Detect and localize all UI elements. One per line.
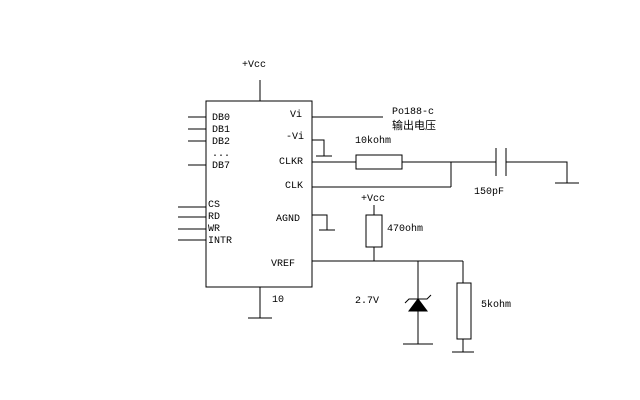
zener-label: 2.7V: [355, 296, 379, 307]
adc-chip-body: [205, 100, 313, 288]
output-voltage-label: 输出电压: [392, 118, 436, 132]
pin-label-neg-vi: -Vi: [286, 131, 304, 143]
pin-label-vi: Vi: [290, 109, 302, 121]
neg-vi-wire: [312, 139, 325, 156]
pin-label-cs: CS: [208, 200, 220, 211]
pin-label-vref: VREF: [271, 259, 295, 270]
sensor-label: Po188-c: [392, 107, 434, 118]
pin-label-db2: DB2: [212, 137, 230, 148]
pin-label-clkr: CLKR: [279, 157, 303, 168]
pin10-label: 10: [272, 295, 284, 306]
capacitor-ground-wire: [506, 161, 568, 183]
resistor-5k: [456, 282, 472, 340]
pin-label-db0: DB0: [212, 113, 230, 124]
capacitor-label: 150pF: [474, 187, 504, 198]
vcc-top-label: +Vcc: [242, 60, 266, 71]
pin-label-ellipsis: ...: [212, 149, 230, 160]
pin-label-db7: DB7: [212, 161, 230, 172]
resistor-5k-label: 5kohm: [481, 299, 511, 311]
pin-label-intr: INTR: [208, 236, 232, 247]
zener-cathode-bar: [404, 294, 432, 304]
resistor-470: [365, 214, 383, 248]
pin-label-rd: RD: [208, 212, 220, 223]
resistor-470-label: 470ohm: [387, 223, 423, 235]
pin-label-clk: CLK: [285, 181, 303, 192]
pin-label-db1: DB1: [212, 125, 230, 136]
resistor-10k: [355, 154, 403, 170]
zener-diode: [408, 298, 428, 312]
pin-label-wr: WR: [208, 224, 220, 235]
resistor-10k-label: 10kohm: [355, 135, 391, 147]
agnd-wire: [312, 214, 328, 230]
vcc-resistor-label: +Vcc: [361, 194, 385, 205]
pin-label-agnd: AGND: [276, 214, 300, 225]
